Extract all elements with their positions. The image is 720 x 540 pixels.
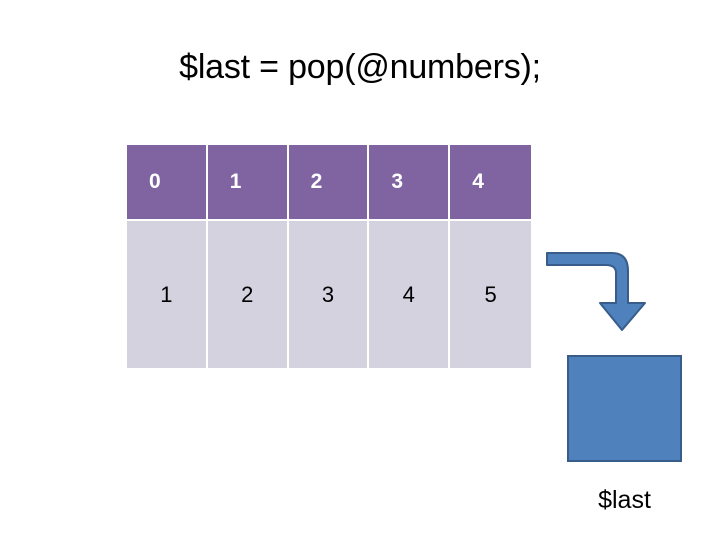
index-cell-1: 1	[207, 145, 289, 221]
index-cell-2: 2	[288, 145, 370, 221]
elbow-arrow-down-icon	[546, 252, 646, 331]
value-cell-1: 2	[207, 221, 289, 368]
last-variable-label: $last	[598, 486, 651, 514]
index-cell-0: 0	[127, 145, 208, 221]
value-cell-3: 4	[369, 221, 451, 368]
page-title: $last = pop(@numbers);	[179, 48, 541, 86]
index-cell-4: 4	[450, 145, 531, 221]
value-cell-2: 3	[288, 221, 370, 368]
last-variable-box	[567, 355, 682, 462]
value-cell-0: 1	[127, 221, 208, 368]
index-cell-3: 3	[369, 145, 451, 221]
value-row: 1 2 3 4 5	[127, 221, 531, 368]
value-cell-4: 5	[450, 221, 531, 368]
index-header-row: 0 1 2 3 4	[127, 145, 531, 221]
array-table: 0 1 2 3 4 1 2 3 4 5	[127, 145, 531, 368]
